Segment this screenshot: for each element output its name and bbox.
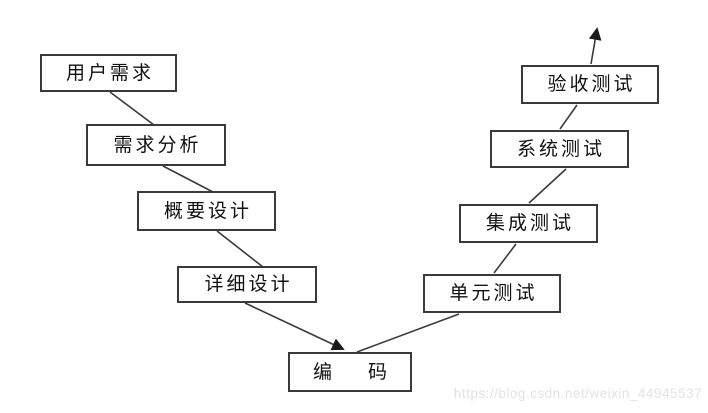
edge-system-test-to-acceptance-test <box>559 104 578 130</box>
box-integration-test-label: 集成测试 <box>485 213 574 234</box>
box-preliminary-design: 概要设计 <box>137 191 276 231</box>
box-requirement-analysis: 需求分析 <box>86 124 226 166</box>
box-unit-test: 单元测试 <box>423 274 561 313</box>
edge-user-requirements-to-requirement-analysis <box>109 91 155 126</box>
box-coding: 编 码 <box>288 352 412 392</box>
edge-coding-to-unit-test <box>356 313 460 353</box>
edge-requirement-analysis-to-preliminary-design <box>162 165 214 193</box>
box-requirement-analysis-label: 需求分析 <box>113 134 202 156</box>
box-preliminary-design-label: 概要设计 <box>163 200 252 222</box>
edge-acceptance-test-exit-arrow <box>588 27 602 65</box>
edge-preliminary-design-to-detailed-design <box>216 230 264 268</box>
box-unit-test-label: 单元测试 <box>449 283 538 304</box>
box-coding-label: 编 码 <box>312 361 391 383</box>
box-system-test-label: 系统测试 <box>516 138 605 160</box>
box-system-test: 系统测试 <box>490 130 629 168</box>
edge-unit-test-to-integration-test <box>493 243 517 274</box>
box-acceptance-test-label: 验收测试 <box>547 74 636 95</box>
box-user-requirements: 用户需求 <box>40 54 177 92</box>
csdn-watermark: https://blog.csdn.net/weixin_44945537 <box>453 386 702 401</box>
box-acceptance-test: 验收测试 <box>521 65 659 104</box>
box-integration-test: 集成测试 <box>459 204 598 243</box>
edge-detailed-design-to-coding-arrow <box>244 302 345 351</box>
edge-integration-test-to-system-test <box>528 168 567 204</box>
box-detailed-design: 详细设计 <box>177 266 317 303</box>
box-detailed-design-label: 详细设计 <box>204 274 293 295</box>
box-user-requirements-label: 用户需求 <box>65 62 154 84</box>
